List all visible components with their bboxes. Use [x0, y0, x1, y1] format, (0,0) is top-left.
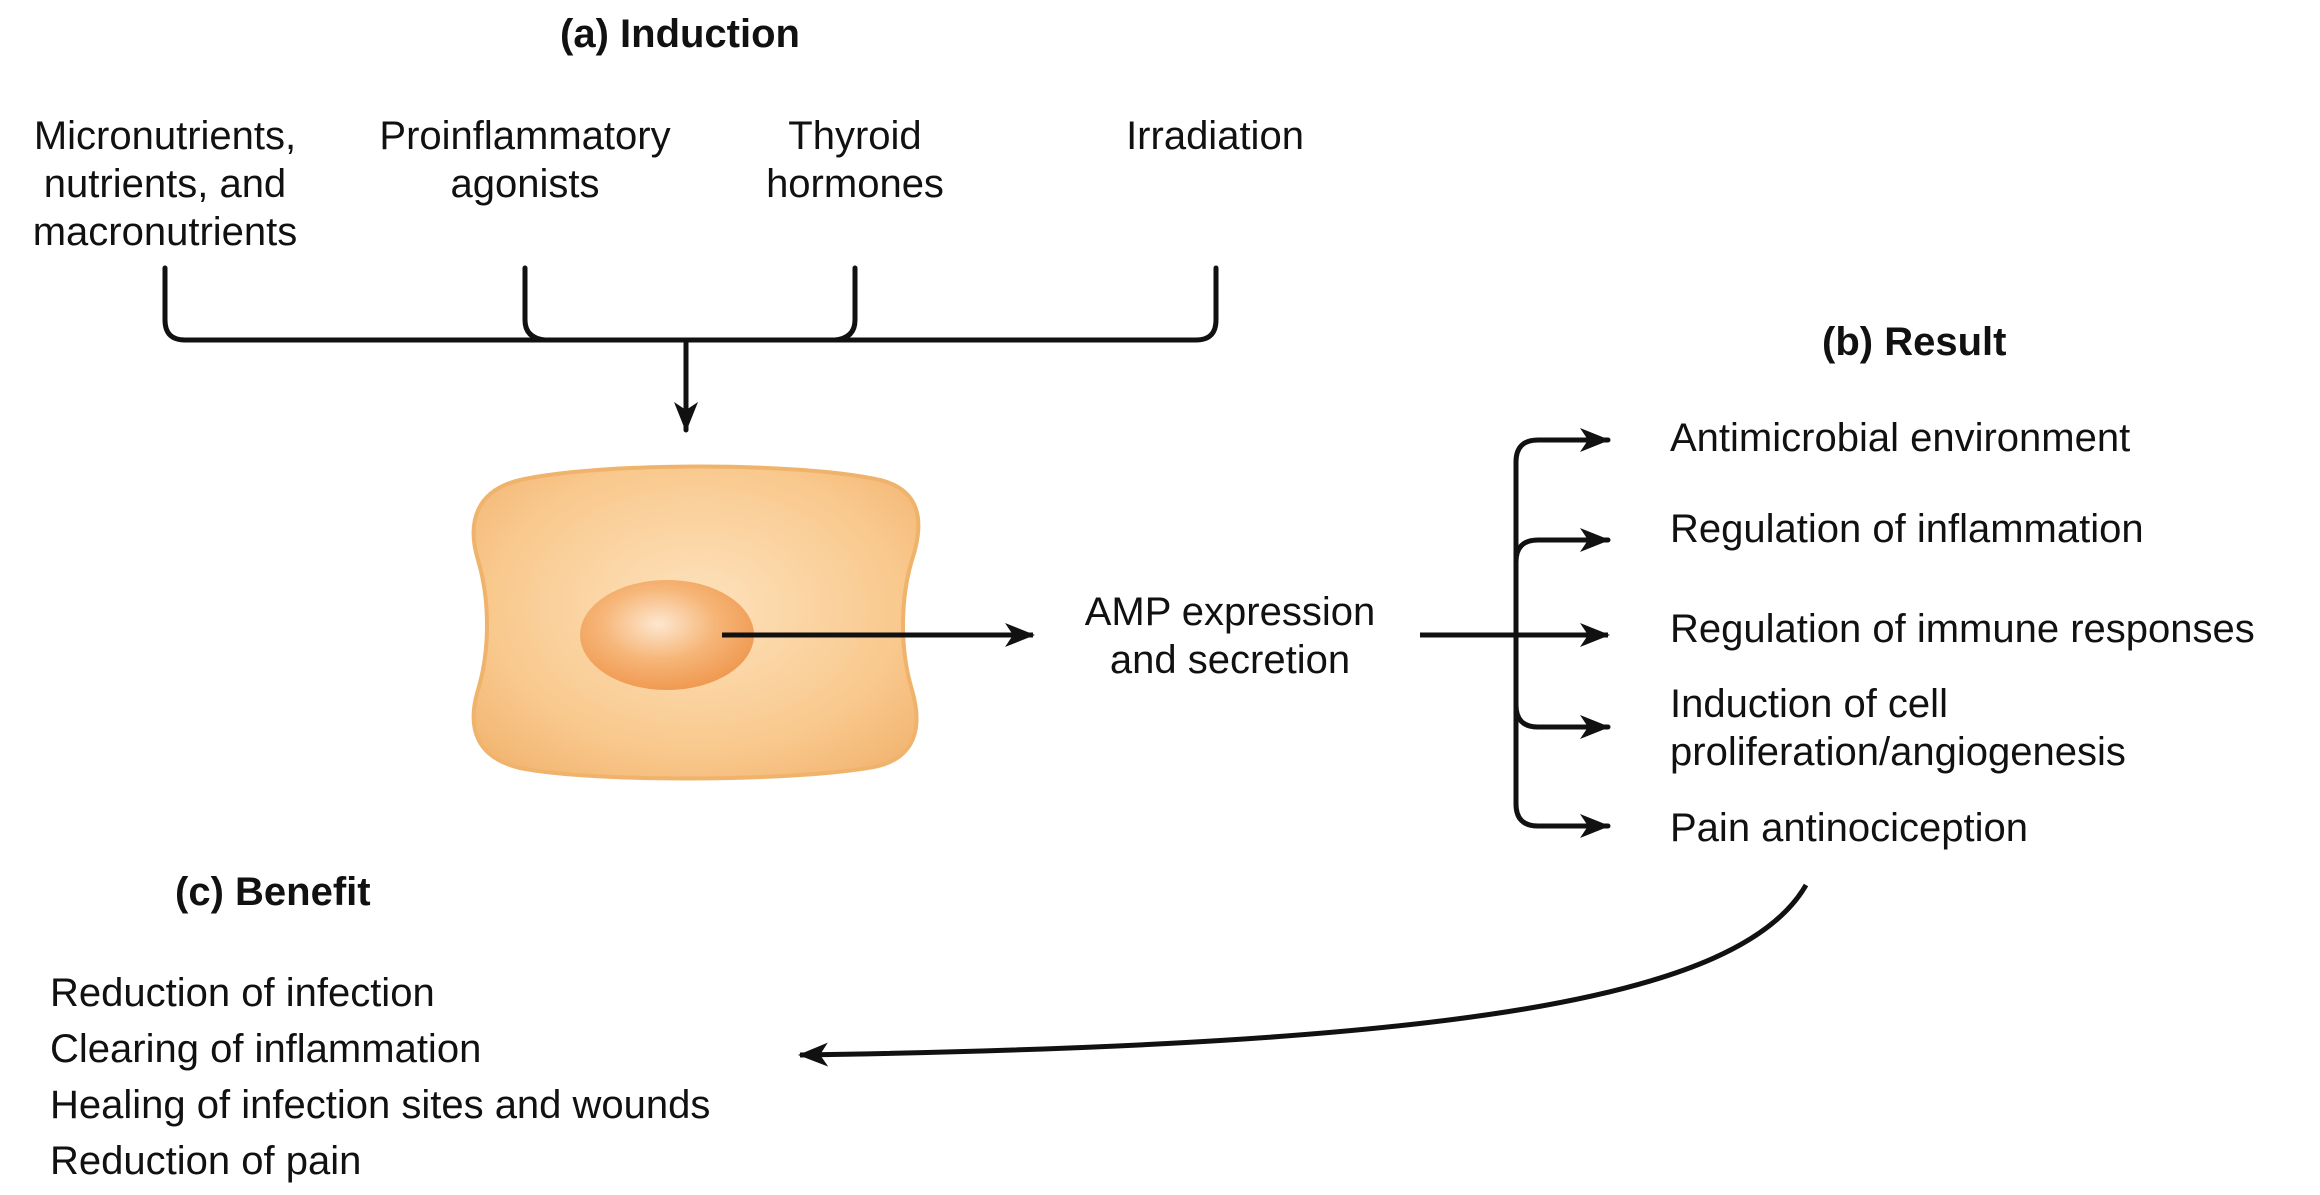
result-item-proliferation: Induction of cell proliferation/angiogen… — [1670, 680, 2126, 776]
result-arrowhead-4 — [1580, 715, 1610, 739]
benefit-list: Reduction of infection Clearing of infla… — [50, 965, 710, 1189]
result-arrowhead-2 — [1580, 528, 1610, 552]
result-heading: (b) Result — [1822, 320, 2007, 364]
amp-expression-line-1: AMP expression — [1084, 590, 1376, 634]
induction-heading: (a) Induction — [560, 12, 800, 56]
benefit-item-4: Reduction of pain — [50, 1139, 362, 1183]
amp-expression-label: AMP expression and secretion — [1040, 588, 1420, 684]
inducer-nutrients-line-2: nutrients, and — [43, 162, 287, 206]
result-arrowhead-5 — [1580, 814, 1610, 838]
inducer-thyroid-line-2: hormones — [766, 162, 944, 206]
nucleus — [580, 580, 754, 690]
induction-bracket — [162, 265, 1219, 433]
result-item-1-line-1: Antimicrobial environment — [1670, 416, 2131, 460]
inducer-thyroid: Thyroid hormones — [720, 112, 990, 208]
result-item-4-line-1: Induction of cell — [1670, 682, 1948, 726]
result-to-benefit-arrow — [798, 883, 1809, 1067]
result-item-immune: Regulation of immune responses — [1670, 605, 2255, 653]
result-item-5-line-1: Pain antinociception — [1670, 806, 2029, 850]
inducer-proinflammatory: Proinflammatory agonists — [350, 112, 700, 208]
result-arrowhead-1 — [1580, 428, 1610, 452]
benefit-item-2: Clearing of inflammation — [50, 1027, 482, 1071]
benefit-item-3: Healing of infection sites and wounds — [50, 1083, 711, 1127]
amp-expression-line-2: and secretion — [1109, 638, 1351, 682]
inducer-nutrients-line-3: macronutrients — [32, 210, 298, 254]
inducer-nutrients: Micronutrients, nutrients, and macronutr… — [0, 112, 330, 256]
inducer-proinflammatory-line-2: agonists — [450, 162, 600, 206]
result-item-pain: Pain antinociception — [1670, 804, 2028, 852]
inducer-thyroid-line-1: Thyroid — [788, 114, 922, 158]
result-item-4-line-2: proliferation/angiogenesis — [1670, 730, 2126, 774]
result-item-2-line-1: Regulation of inflammation — [1670, 507, 2144, 551]
inducer-irradiation: Irradiation — [1060, 112, 1370, 160]
result-item-antimicrobial: Antimicrobial environment — [1670, 414, 2130, 462]
inducer-irradiation-line-1: Irradiation — [1126, 114, 1304, 158]
inducer-proinflammatory-line-1: Proinflammatory — [379, 114, 671, 158]
result-item-inflammation: Regulation of inflammation — [1670, 505, 2144, 553]
inducer-nutrients-line-1: Micronutrients, — [33, 114, 297, 158]
result-bracket — [1513, 437, 1611, 829]
result-item-3-line-1: Regulation of immune responses — [1670, 607, 2255, 651]
result-arrowheads — [1580, 428, 1610, 838]
benefit-item-1: Reduction of infection — [50, 971, 435, 1015]
benefit-heading: (c) Benefit — [175, 870, 371, 914]
